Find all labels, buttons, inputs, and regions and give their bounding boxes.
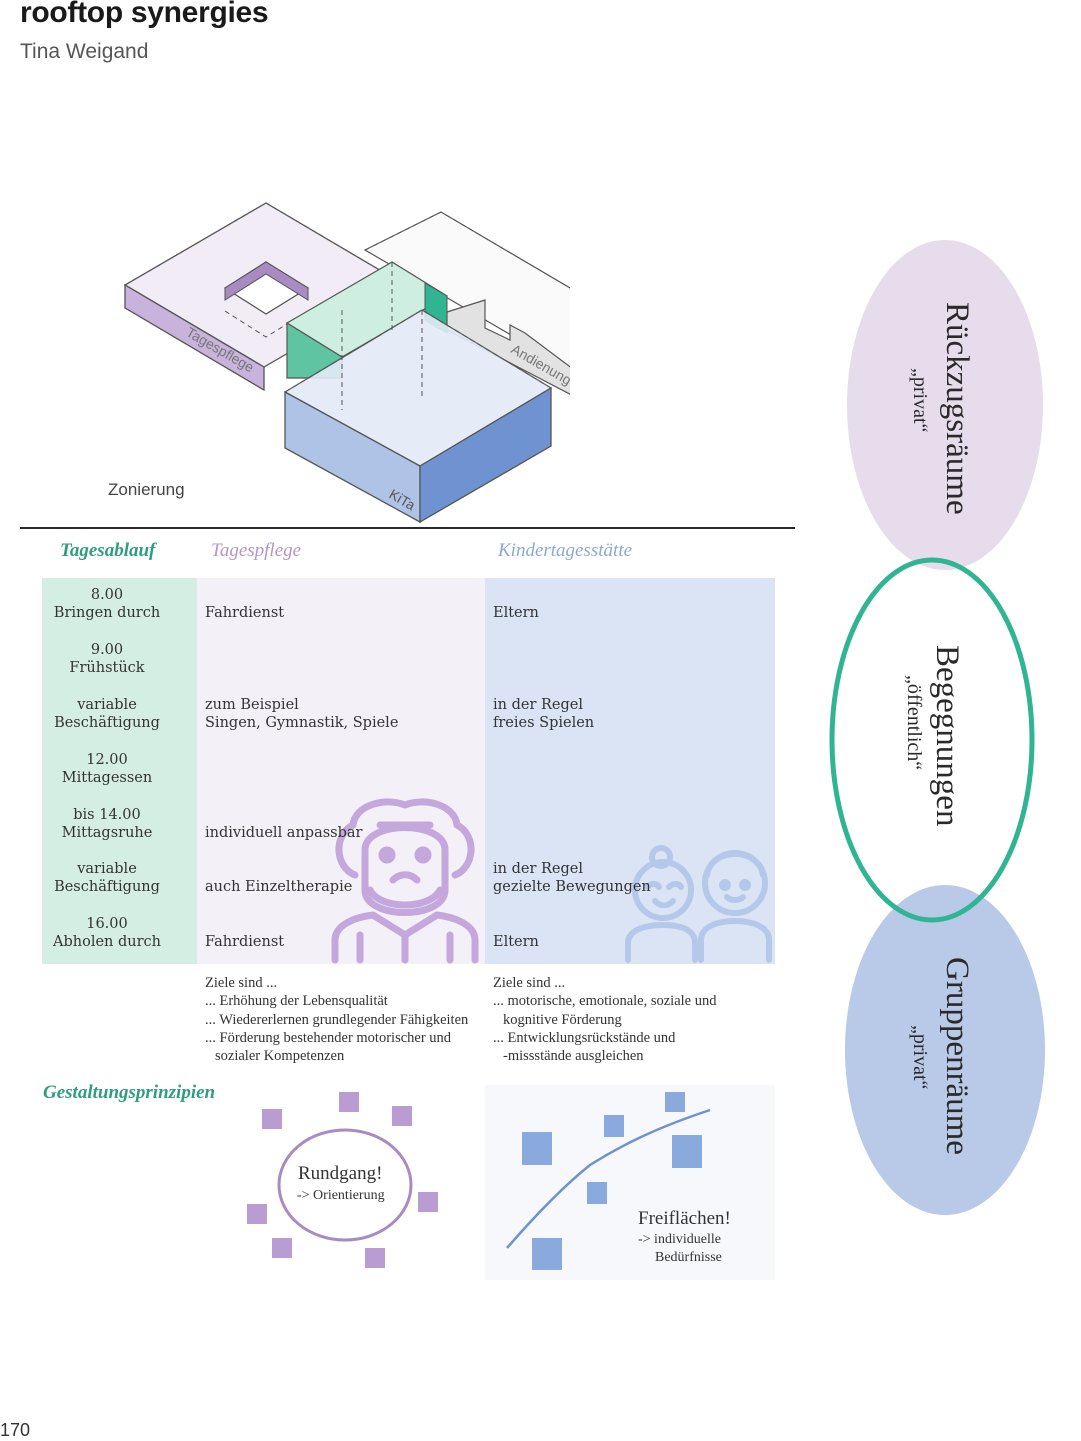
- kita-cell-7: Eltern: [493, 934, 539, 950]
- tagespflege-courtyard-wall: [224, 261, 309, 301]
- principles-diagram: [247, 1085, 775, 1280]
- care-band: [197, 578, 485, 964]
- elderly-person-icon: [331, 798, 479, 964]
- andienung-front: [446, 299, 570, 395]
- room-square: [272, 1238, 292, 1258]
- care-cell-6: auch Einzeltherapie: [205, 879, 353, 895]
- section-divider: [20, 527, 795, 529]
- rundgang-title: Rundgang!: [298, 1163, 383, 1184]
- diagram-caption: Zonierung: [108, 480, 185, 499]
- tagespflege-front: [124, 283, 265, 392]
- children-icon: [625, 845, 772, 963]
- column-heading-care: Tagespflege: [211, 540, 302, 561]
- column-heading-kita: Kindertagesstätte: [498, 540, 633, 561]
- column-heading-schedule: Tagesablauf: [60, 540, 156, 561]
- free-space-square: [532, 1238, 562, 1270]
- room-square: [247, 1204, 267, 1224]
- free-space-square: [672, 1135, 702, 1168]
- freiflaechen-title: Freiflächen!: [638, 1208, 731, 1229]
- rueckzug-ellipse: [847, 240, 1043, 570]
- free-space-square: [587, 1182, 607, 1204]
- free-space-square: [665, 1092, 685, 1112]
- page-title: rooftop synergies: [20, 0, 269, 29]
- care-cell-7: Fahrdienst: [205, 934, 285, 950]
- kita-side: [419, 386, 552, 524]
- gruppen-ellipse: [845, 885, 1045, 1215]
- principles-heading: Gestaltungsprinzipien: [43, 1082, 216, 1103]
- begegnung-ellipse: [829, 557, 1035, 923]
- free-space-square: [522, 1132, 552, 1165]
- freiflaechen-subtitle-1: -> individuelle: [638, 1232, 721, 1247]
- space-sub-rueckzug: „privat“: [909, 368, 931, 433]
- room-square: [392, 1106, 412, 1126]
- zoning-diagram: Tagespflege Andienung KiTa: [123, 202, 570, 524]
- space-label-gruppen: Gruppenräume: [939, 957, 975, 1155]
- kita-cell-1: Eltern: [493, 605, 539, 621]
- kita-goals: Ziele sind ... ... motorische, emotional…: [493, 975, 717, 1065]
- care-goals: Ziele sind ... ... Erhöhung der Lebensqu…: [205, 975, 469, 1065]
- room-square: [418, 1192, 438, 1212]
- space-label-begegnung: Begegnungen: [929, 645, 965, 827]
- room-square: [339, 1092, 359, 1112]
- room-square: [262, 1109, 282, 1129]
- room-square: [365, 1248, 385, 1268]
- rundgang-subtitle: -> Orientierung: [297, 1188, 385, 1203]
- care-cell-1: Fahrdienst: [205, 605, 285, 621]
- freiflaechen-curve: [506, 1108, 711, 1249]
- space-sub-begegnung: „öffentlich“: [903, 675, 925, 771]
- space-sub-gruppen: „privat“: [909, 1025, 931, 1090]
- freiflaechen-subtitle-2: Bedürfnisse: [655, 1250, 722, 1265]
- author-name: Tina Weigand: [20, 40, 149, 63]
- space-types-diagram: [829, 240, 1045, 1215]
- space-label-rueckzug: Rückzugsräume: [939, 302, 975, 515]
- free-space-square: [604, 1115, 624, 1137]
- care-cell-5: individuell anpassbar: [205, 825, 363, 841]
- page-number: 170: [0, 1420, 31, 1440]
- schedule-band: [42, 578, 197, 964]
- rundgang-circle: [277, 1128, 413, 1242]
